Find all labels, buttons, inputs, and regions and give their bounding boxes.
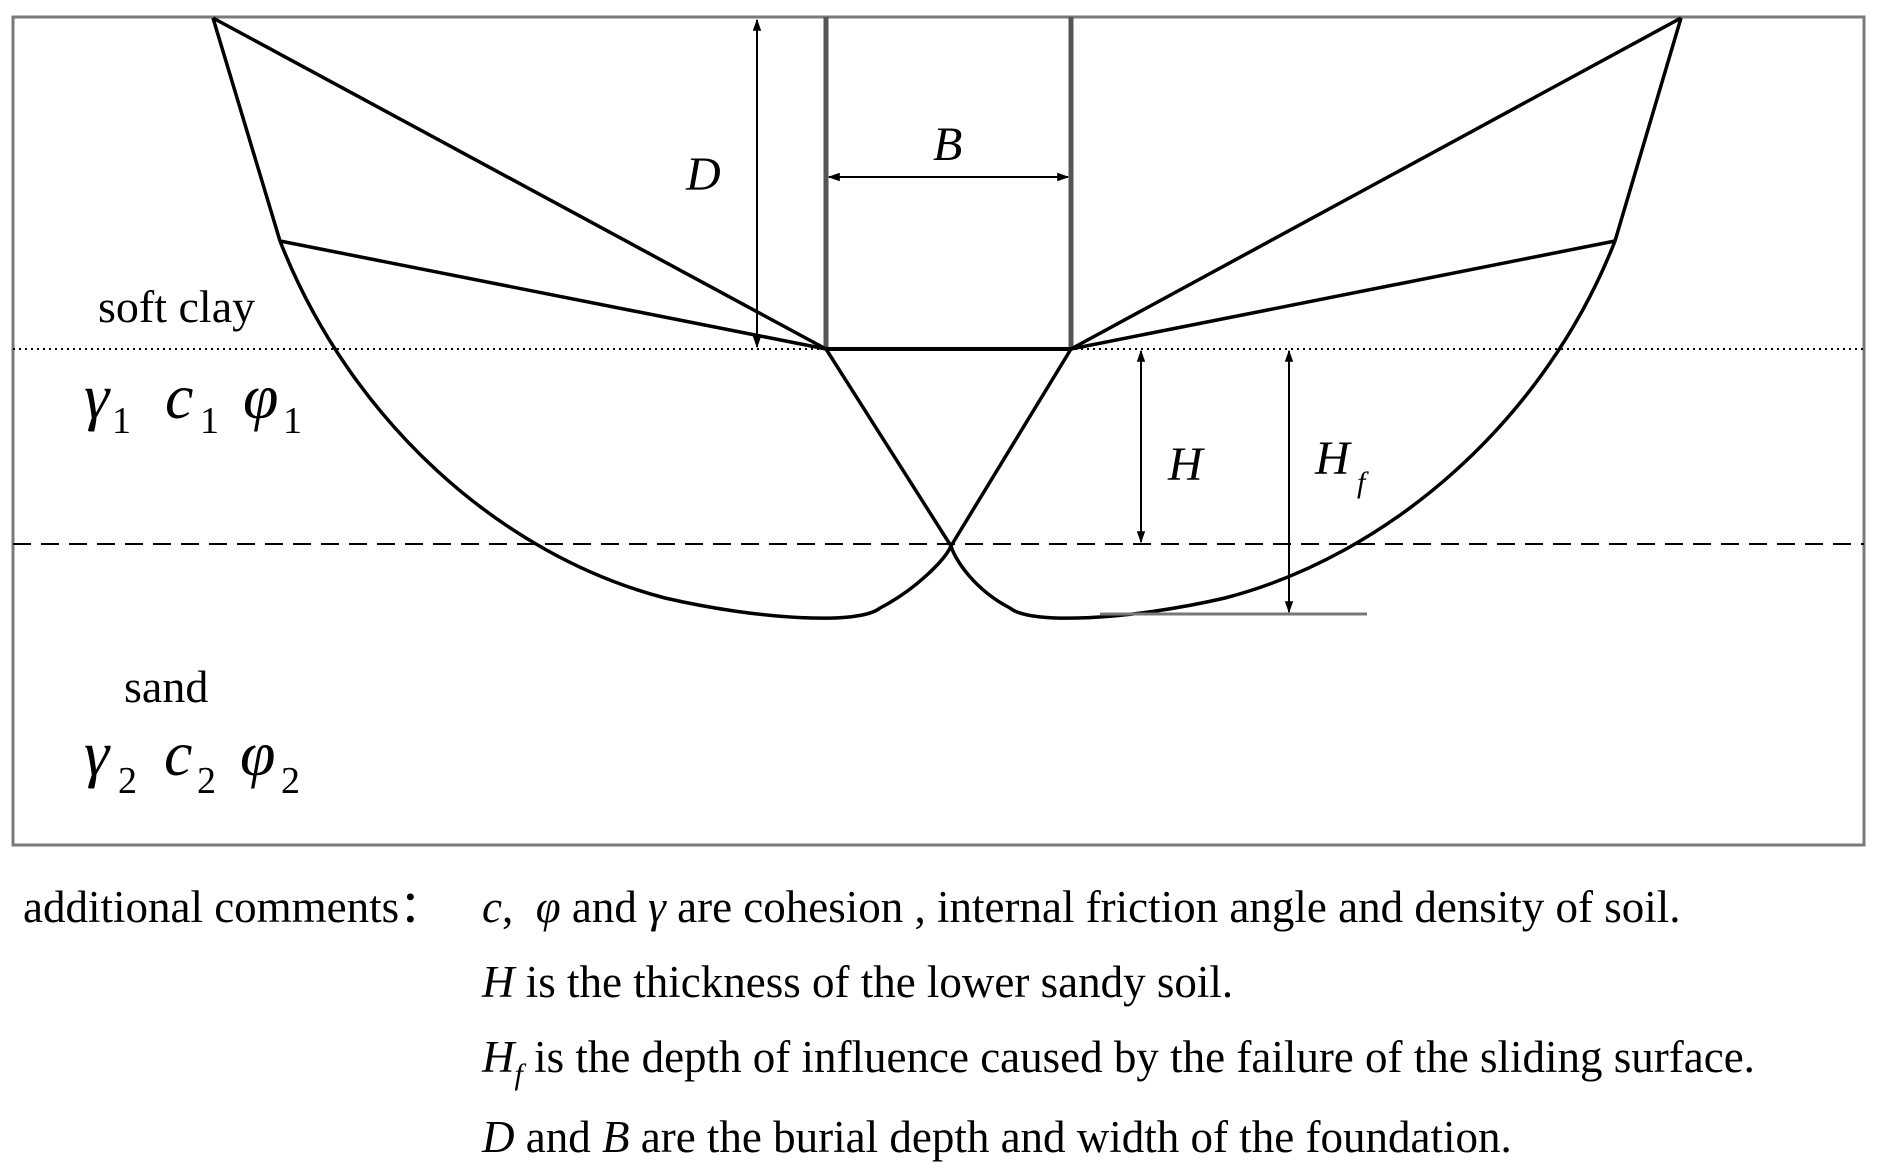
svg-text:1: 1: [283, 400, 302, 442]
svg-text:γ: γ: [84, 361, 111, 432]
svg-text:φ: φ: [240, 718, 275, 789]
svg-text:c: c: [165, 361, 193, 432]
soft-clay-label: soft clay: [98, 281, 255, 332]
svg-text:1: 1: [200, 400, 219, 442]
D-label: D: [685, 148, 721, 201]
soft-clay-parameters: γ 1 c 1 φ 1: [84, 361, 302, 442]
svg-text:γ: γ: [84, 718, 111, 789]
svg-text:1: 1: [112, 400, 131, 442]
svg-text:2: 2: [281, 760, 300, 802]
svg-text:2: 2: [118, 760, 137, 802]
sand-label: sand: [124, 661, 208, 712]
diagram-frame: [11, 15, 1866, 847]
right-failure-surface: [949, 16, 1683, 620]
B-label: B: [933, 118, 962, 171]
Hf-subscript: f: [1357, 466, 1369, 499]
Hf-label: H: [1314, 432, 1352, 485]
svg-text:2: 2: [197, 760, 216, 802]
left-failure-surface: [211, 16, 953, 620]
H-label: H: [1167, 438, 1205, 491]
svg-text:c: c: [164, 718, 192, 789]
sand-parameters: γ 2 c 2 φ 2: [84, 718, 300, 802]
svg-text:φ: φ: [243, 361, 278, 432]
